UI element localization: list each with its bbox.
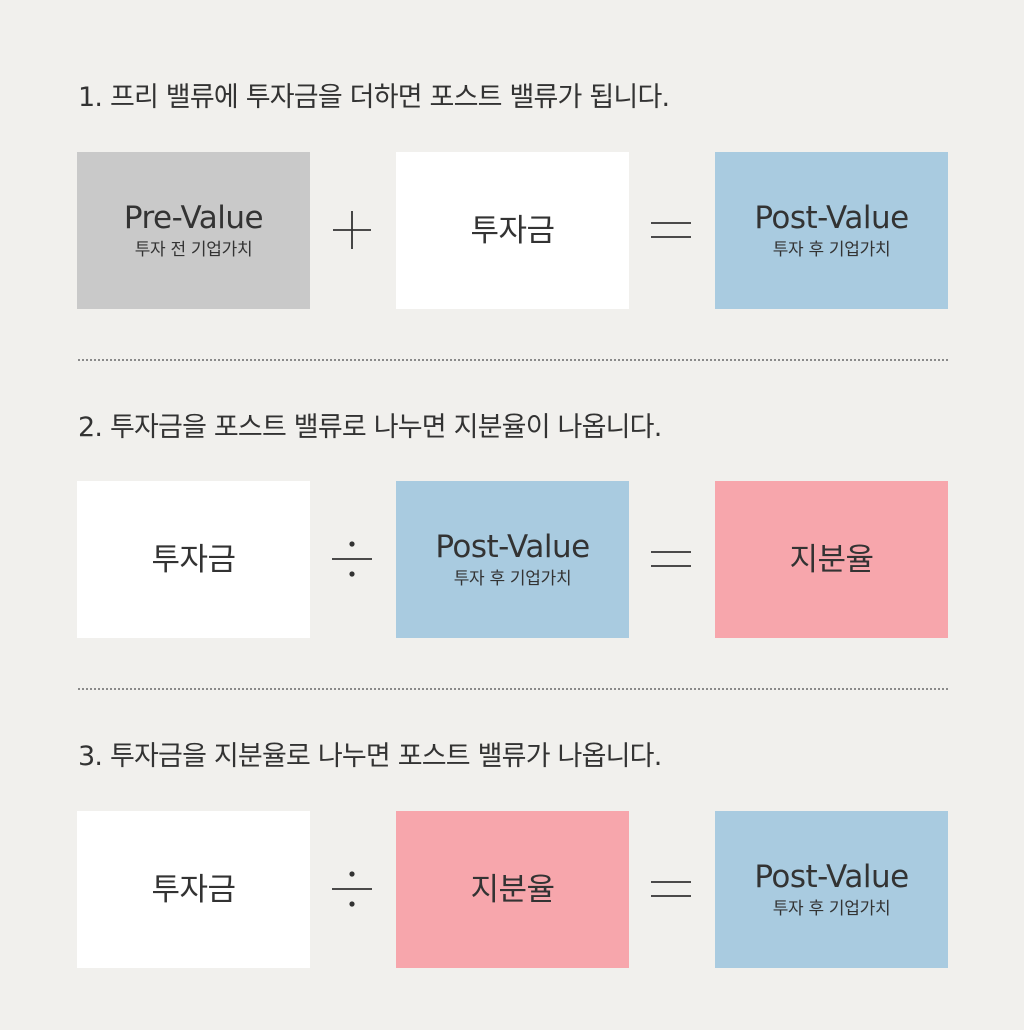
post-value-title: Post-Value	[754, 858, 909, 895]
post-value-subtitle: 투자 후 기업가치	[453, 568, 572, 589]
section-divider	[78, 688, 948, 690]
section-2-heading: 2. 투자금을 포스트 밸류로 나누면 지분율이 나옵니다.	[78, 412, 662, 443]
investment-box: 투자금	[77, 811, 310, 968]
post-value-title: Post-Value	[435, 528, 590, 565]
investment-label: 투자금	[151, 871, 236, 908]
post-value-subtitle: 투자 후 기업가치	[772, 898, 891, 919]
equity-ratio-label: 지분율	[789, 541, 874, 578]
investment-box: 투자금	[396, 152, 629, 309]
divide-operator-icon	[332, 541, 372, 577]
investment-box: 투자금	[77, 481, 310, 638]
section-1-heading: 1. 프리 밸류에 투자금을 더하면 포스트 밸류가 됩니다.	[78, 82, 670, 113]
post-value-box: Post-Value 투자 후 기업가치	[715, 811, 948, 968]
section-3-heading: 3. 투자금을 지분율로 나누면 포스트 밸류가 나옵니다.	[78, 741, 662, 772]
divide-operator-icon	[332, 871, 372, 907]
pre-value-subtitle: 투자 전 기업가치	[134, 239, 253, 260]
equals-operator-icon	[651, 551, 691, 567]
equity-ratio-box: 지분율	[396, 811, 629, 968]
equity-ratio-box: 지분율	[715, 481, 948, 638]
post-value-subtitle: 투자 후 기업가치	[772, 239, 891, 260]
section-divider	[78, 359, 948, 361]
post-value-box: Post-Value 투자 후 기업가치	[396, 481, 629, 638]
equity-ratio-label: 지분율	[470, 871, 555, 908]
pre-value-title: Pre-Value	[123, 199, 264, 236]
plus-operator-icon	[333, 211, 371, 249]
equals-operator-icon	[651, 222, 691, 238]
pre-value-box: Pre-Value 투자 전 기업가치	[77, 152, 310, 309]
investment-label: 투자금	[151, 541, 236, 578]
post-value-box: Post-Value 투자 후 기업가치	[715, 152, 948, 309]
investment-label: 투자금	[470, 212, 555, 249]
post-value-title: Post-Value	[754, 199, 909, 236]
equals-operator-icon	[651, 881, 691, 897]
